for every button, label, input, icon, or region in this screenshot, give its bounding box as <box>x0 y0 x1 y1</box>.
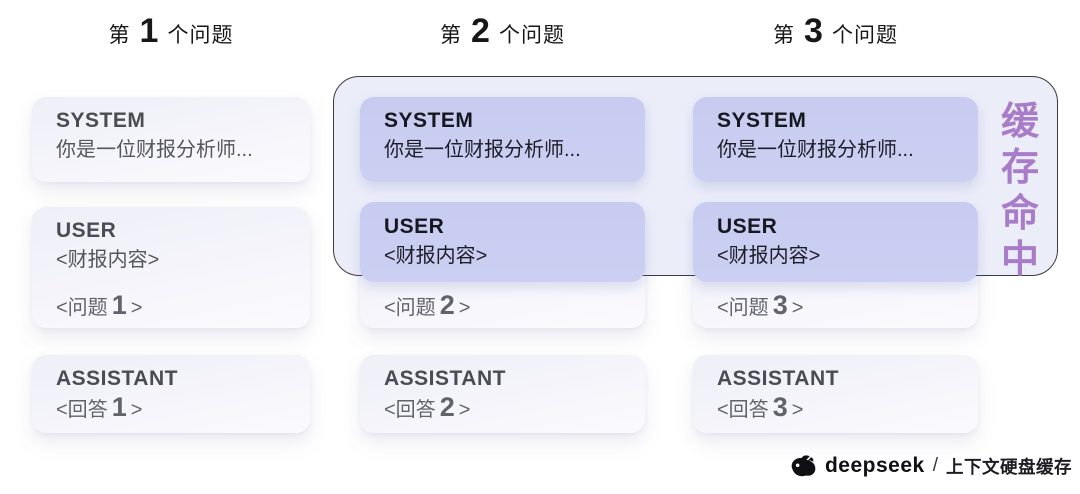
assistant-answer: <回答 3 > <box>717 394 962 424</box>
user-content: <财报内容> <box>384 245 488 267</box>
column-header: 第 1 个问题 <box>32 12 310 60</box>
header-number: 3 <box>804 12 823 50</box>
brand-separator: / <box>932 455 938 476</box>
user-question: <问题 2 > <box>384 291 470 320</box>
question-column-1: 第 1 个问题 SYSTEM 你是一位财报分析师... USER <财报内容> … <box>32 0 310 494</box>
assistant-answer: <回答 2 > <box>384 394 629 424</box>
system-content: 你是一位财报分析师... <box>717 139 914 161</box>
header-suffix: 个问题 <box>498 24 565 47</box>
column-header: 第 2 个问题 <box>360 12 645 60</box>
header-number: 2 <box>471 12 490 50</box>
user-message-box: USER <财报内容> <问题 2 > <box>360 202 645 328</box>
deepseek-whale-icon <box>788 454 818 478</box>
system-content: 你是一位财报分析师... <box>384 139 581 161</box>
role-label: USER <box>384 215 445 238</box>
user-content: <财报内容> <box>56 249 160 271</box>
system-message-box-cached: SYSTEM 你是一位财报分析师... <box>693 97 978 182</box>
assistant-answer: <回答 1 > <box>56 394 294 424</box>
cache-hit-char: 缓 <box>1000 101 1039 143</box>
cache-hit-char: 存 <box>1000 147 1039 189</box>
question-prefix: <问题 <box>717 297 769 319</box>
brand-name: deepseek <box>824 454 925 477</box>
role-label: SYSTEM <box>717 109 807 132</box>
role-label: USER <box>56 219 117 242</box>
answer-number: 3 <box>772 392 788 422</box>
role-label: SYSTEM <box>384 109 474 132</box>
brand-caption: 上下文硬盘缓存 <box>946 456 1072 477</box>
question-column-3: 第 3 个问题 SYSTEM 你是一位财报分析师... USER <财报内容> … <box>693 0 978 494</box>
assistant-message-box: ASSISTANT <回答 1 > <box>32 355 310 433</box>
user-cached-part: USER <财报内容> <box>693 202 978 282</box>
answer-suffix: > <box>458 399 471 421</box>
question-suffix: > <box>130 297 143 319</box>
assistant-message-box: ASSISTANT <回答 2 > <box>360 355 645 433</box>
header-prefix: 第 <box>108 24 131 47</box>
header-suffix: 个问题 <box>167 24 234 47</box>
user-cached-part: USER <财报内容> <box>360 202 645 282</box>
role-label: ASSISTANT <box>56 367 178 390</box>
cache-hit-char: 命 <box>1000 193 1039 235</box>
user-content: <财报内容> <box>717 245 821 267</box>
role-label: ASSISTANT <box>717 367 839 390</box>
user-message-box: USER <财报内容> <问题 3 > <box>693 202 978 328</box>
question-suffix: > <box>791 297 804 319</box>
question-column-2: 第 2 个问题 SYSTEM 你是一位财报分析师... USER <财报内容> … <box>360 0 645 494</box>
header-prefix: 第 <box>773 24 796 47</box>
role-label: USER <box>717 215 778 238</box>
system-message-box: SYSTEM 你是一位财报分析师... <box>32 97 310 182</box>
answer-number: 1 <box>111 392 127 422</box>
question-suffix: > <box>458 297 471 319</box>
system-message-box-cached: SYSTEM 你是一位财报分析师... <box>360 97 645 182</box>
answer-prefix: <回答 <box>56 399 108 421</box>
header-number: 1 <box>139 12 159 50</box>
user-question: <问题 1 > <box>56 291 142 320</box>
cache-hit-char: 中 <box>1000 239 1039 281</box>
cache-hit-label: 缓 存 命 中 <box>996 99 1044 283</box>
question-prefix: <问题 <box>384 297 436 319</box>
user-cached-part: USER <财报内容> <box>56 218 294 274</box>
header-prefix: 第 <box>440 24 463 47</box>
system-content: 你是一位财报分析师... <box>56 139 253 161</box>
footer-brand: deepseek / 上下文硬盘缓存 <box>788 451 1072 481</box>
question-number: 3 <box>772 290 788 320</box>
answer-prefix: <回答 <box>717 399 769 421</box>
answer-suffix: > <box>791 399 804 421</box>
question-prefix: <问题 <box>56 297 108 319</box>
user-question: <问题 3 > <box>717 291 803 320</box>
user-message-box: USER <财报内容> <问题 1 > <box>32 207 310 328</box>
role-label: SYSTEM <box>56 109 146 132</box>
answer-number: 2 <box>439 392 455 422</box>
header-suffix: 个问题 <box>831 24 898 47</box>
answer-prefix: <回答 <box>384 399 436 421</box>
question-number: 1 <box>111 290 127 320</box>
question-number: 2 <box>439 290 455 320</box>
assistant-message-box: ASSISTANT <回答 3 > <box>693 355 978 433</box>
answer-suffix: > <box>130 399 143 421</box>
role-label: ASSISTANT <box>384 367 506 390</box>
column-header: 第 3 个问题 <box>693 12 978 60</box>
